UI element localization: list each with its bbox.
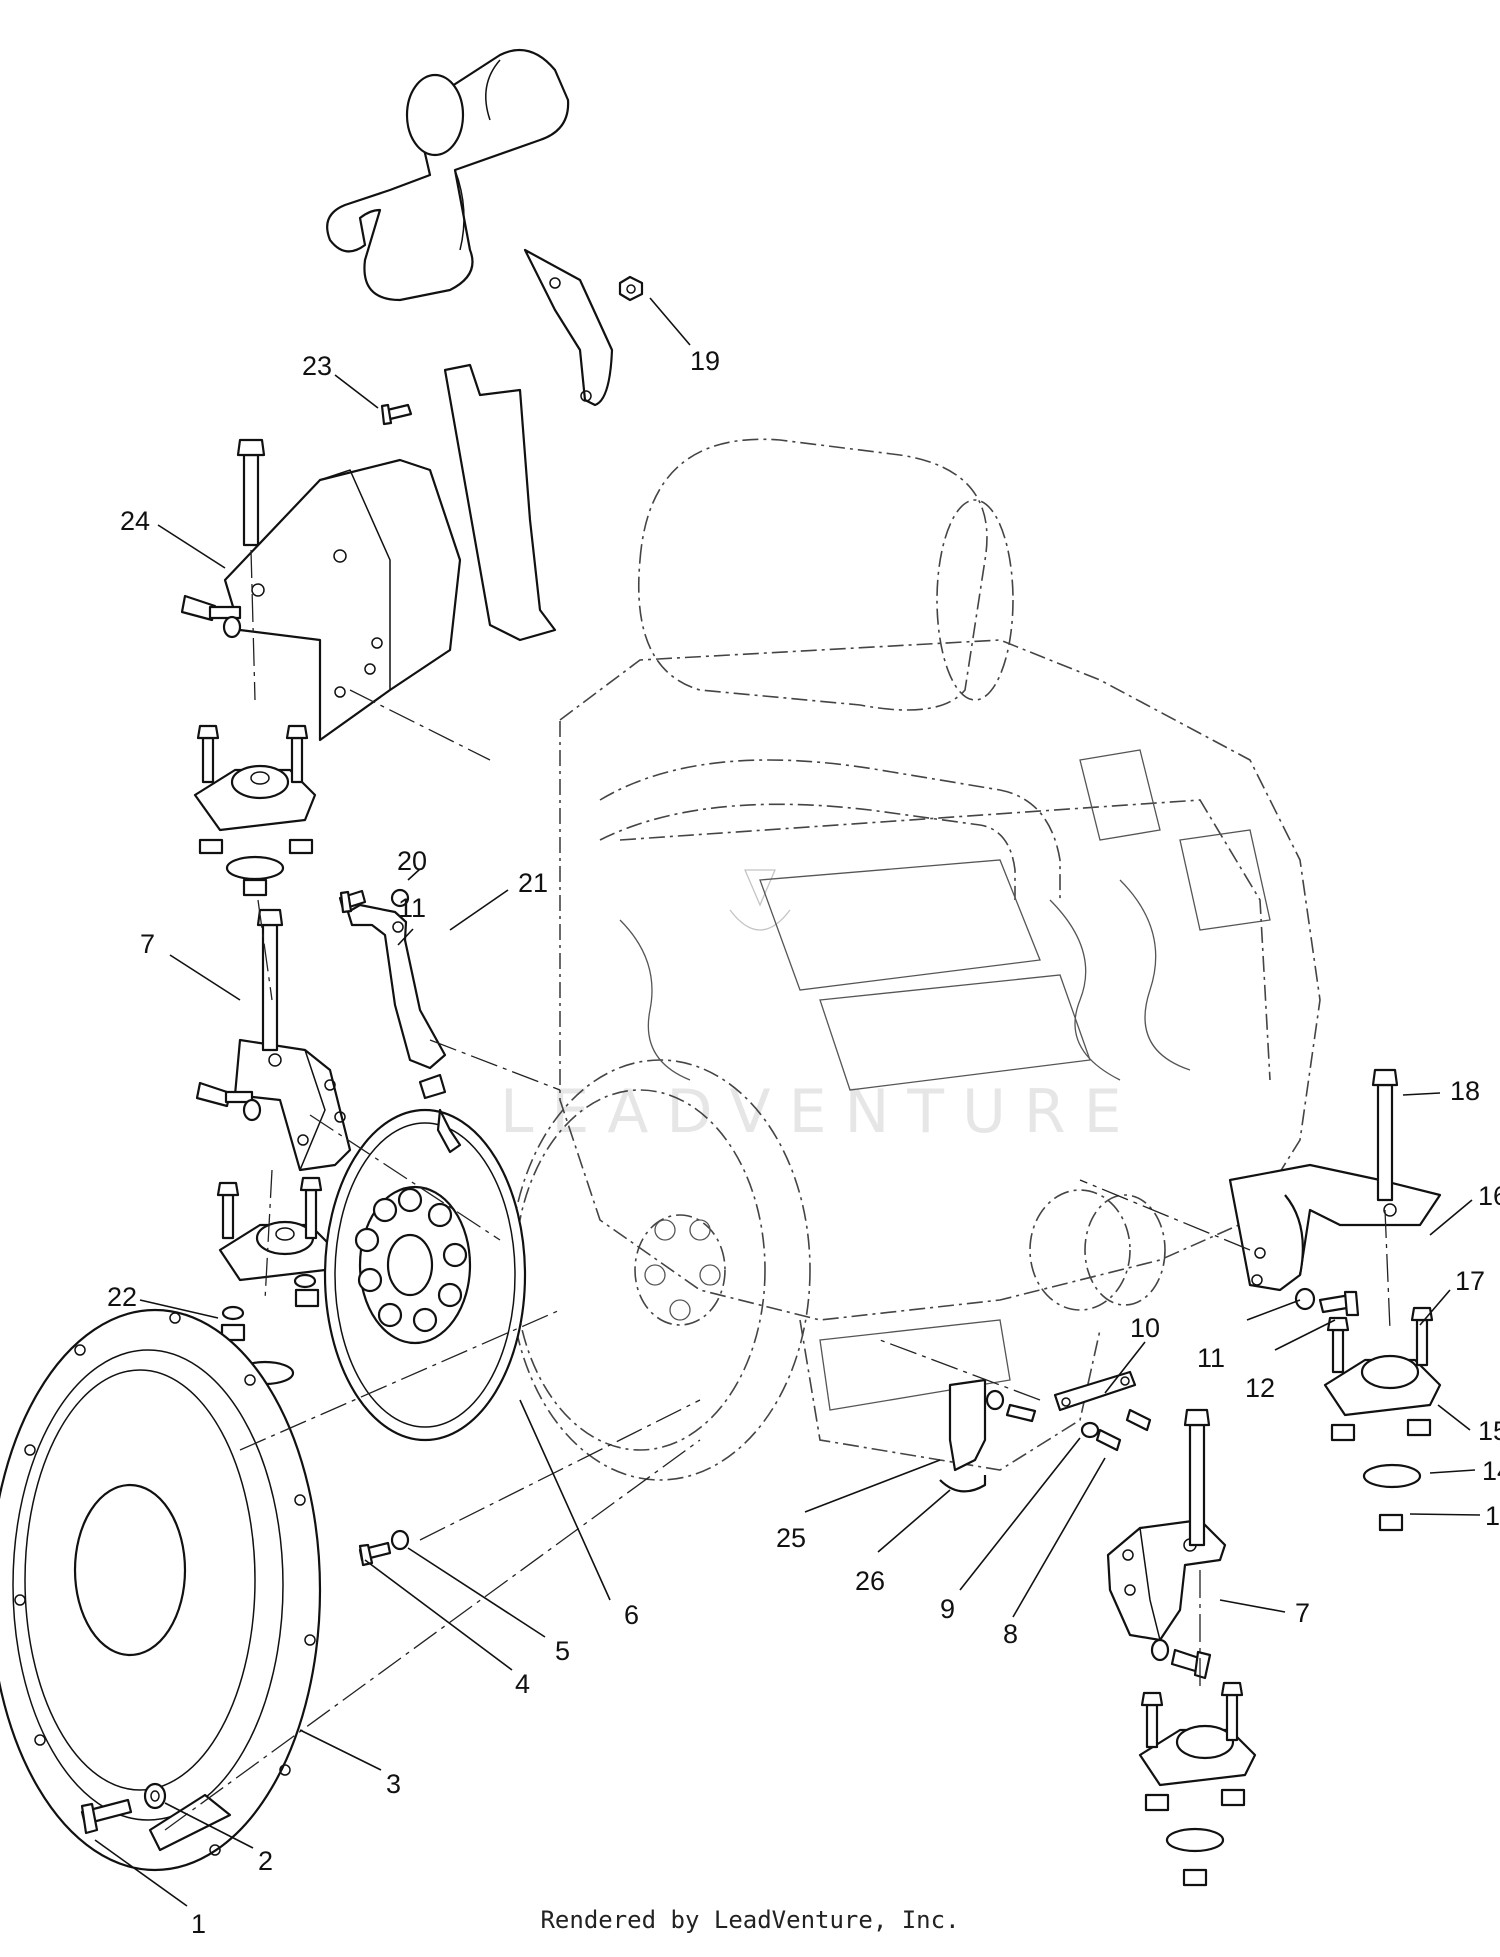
callout-12: 12 — [1245, 1373, 1275, 1403]
callout-22: 22 — [107, 1282, 137, 1312]
center-lines — [164, 549, 1391, 1831]
callout-11-left: 11 — [398, 893, 426, 923]
footer-credit: Rendered by LeadVenture, Inc. — [540, 1906, 960, 1934]
callout-23: 23 — [302, 351, 332, 381]
drive-coupler-plate — [323, 1108, 527, 1442]
callout-10: 10 — [1130, 1313, 1160, 1343]
flywheel-housing-plate — [0, 1308, 322, 1872]
callout-18: 18 — [1450, 1076, 1480, 1106]
callout-24: 24 — [120, 506, 150, 536]
callout-26: 26 — [855, 1566, 885, 1596]
engine-mount-bracket-16 — [1228, 1068, 1442, 1317]
callout-5: 5 — [555, 1636, 570, 1666]
engine-phantom — [509, 438, 1321, 1481]
callout-2: 2 — [258, 1846, 273, 1876]
callout-14: 14 — [1482, 1456, 1500, 1486]
callout-3: 3 — [386, 1769, 401, 1799]
callout-7-left: 7 — [140, 929, 155, 959]
exhaust-pipe — [326, 48, 614, 407]
hardware-top — [380, 275, 644, 426]
callout-1: 1 — [191, 1909, 206, 1939]
callout-11-right: 11 — [1197, 1343, 1225, 1373]
callout-19: 19 — [690, 346, 720, 376]
engine-mount-bracket-7-left — [195, 908, 352, 1172]
hardware-bolts-lower-left — [80, 1529, 410, 1835]
engine-mount-bracket-7-right — [1106, 1408, 1227, 1680]
callout-17: 17 — [1455, 1266, 1485, 1296]
watermark-text: LEADVENTURE — [500, 1077, 1140, 1147]
callout-16: 16 — [1478, 1181, 1500, 1211]
isolator-mount-right — [1323, 1306, 1442, 1532]
bracket-21 — [338, 888, 462, 1154]
leader-lines — [94, 297, 1481, 1907]
callout-7-right: 7 — [1295, 1598, 1310, 1628]
callout-6: 6 — [624, 1600, 639, 1630]
callout-15: 15 — [1478, 1416, 1500, 1446]
callout-25: 25 — [776, 1523, 806, 1553]
bracket-25-10-group — [939, 1370, 1152, 1493]
isolator-mount-upper — [193, 724, 317, 897]
callouts: 1 2 3 4 5 6 7 7 8 9 10 11 11 12 13 14 15… — [107, 346, 1500, 1939]
callout-13: 13 — [1485, 1501, 1500, 1531]
callout-20: 20 — [397, 846, 427, 876]
isolator-mount-front-right — [1138, 1681, 1257, 1887]
callout-4: 4 — [515, 1669, 530, 1699]
callout-8: 8 — [1003, 1619, 1018, 1649]
callout-21: 21 — [518, 868, 548, 898]
engine-mount-bracket-24 — [180, 363, 557, 742]
watermark-logo — [729, 869, 791, 931]
callout-9: 9 — [940, 1594, 955, 1624]
